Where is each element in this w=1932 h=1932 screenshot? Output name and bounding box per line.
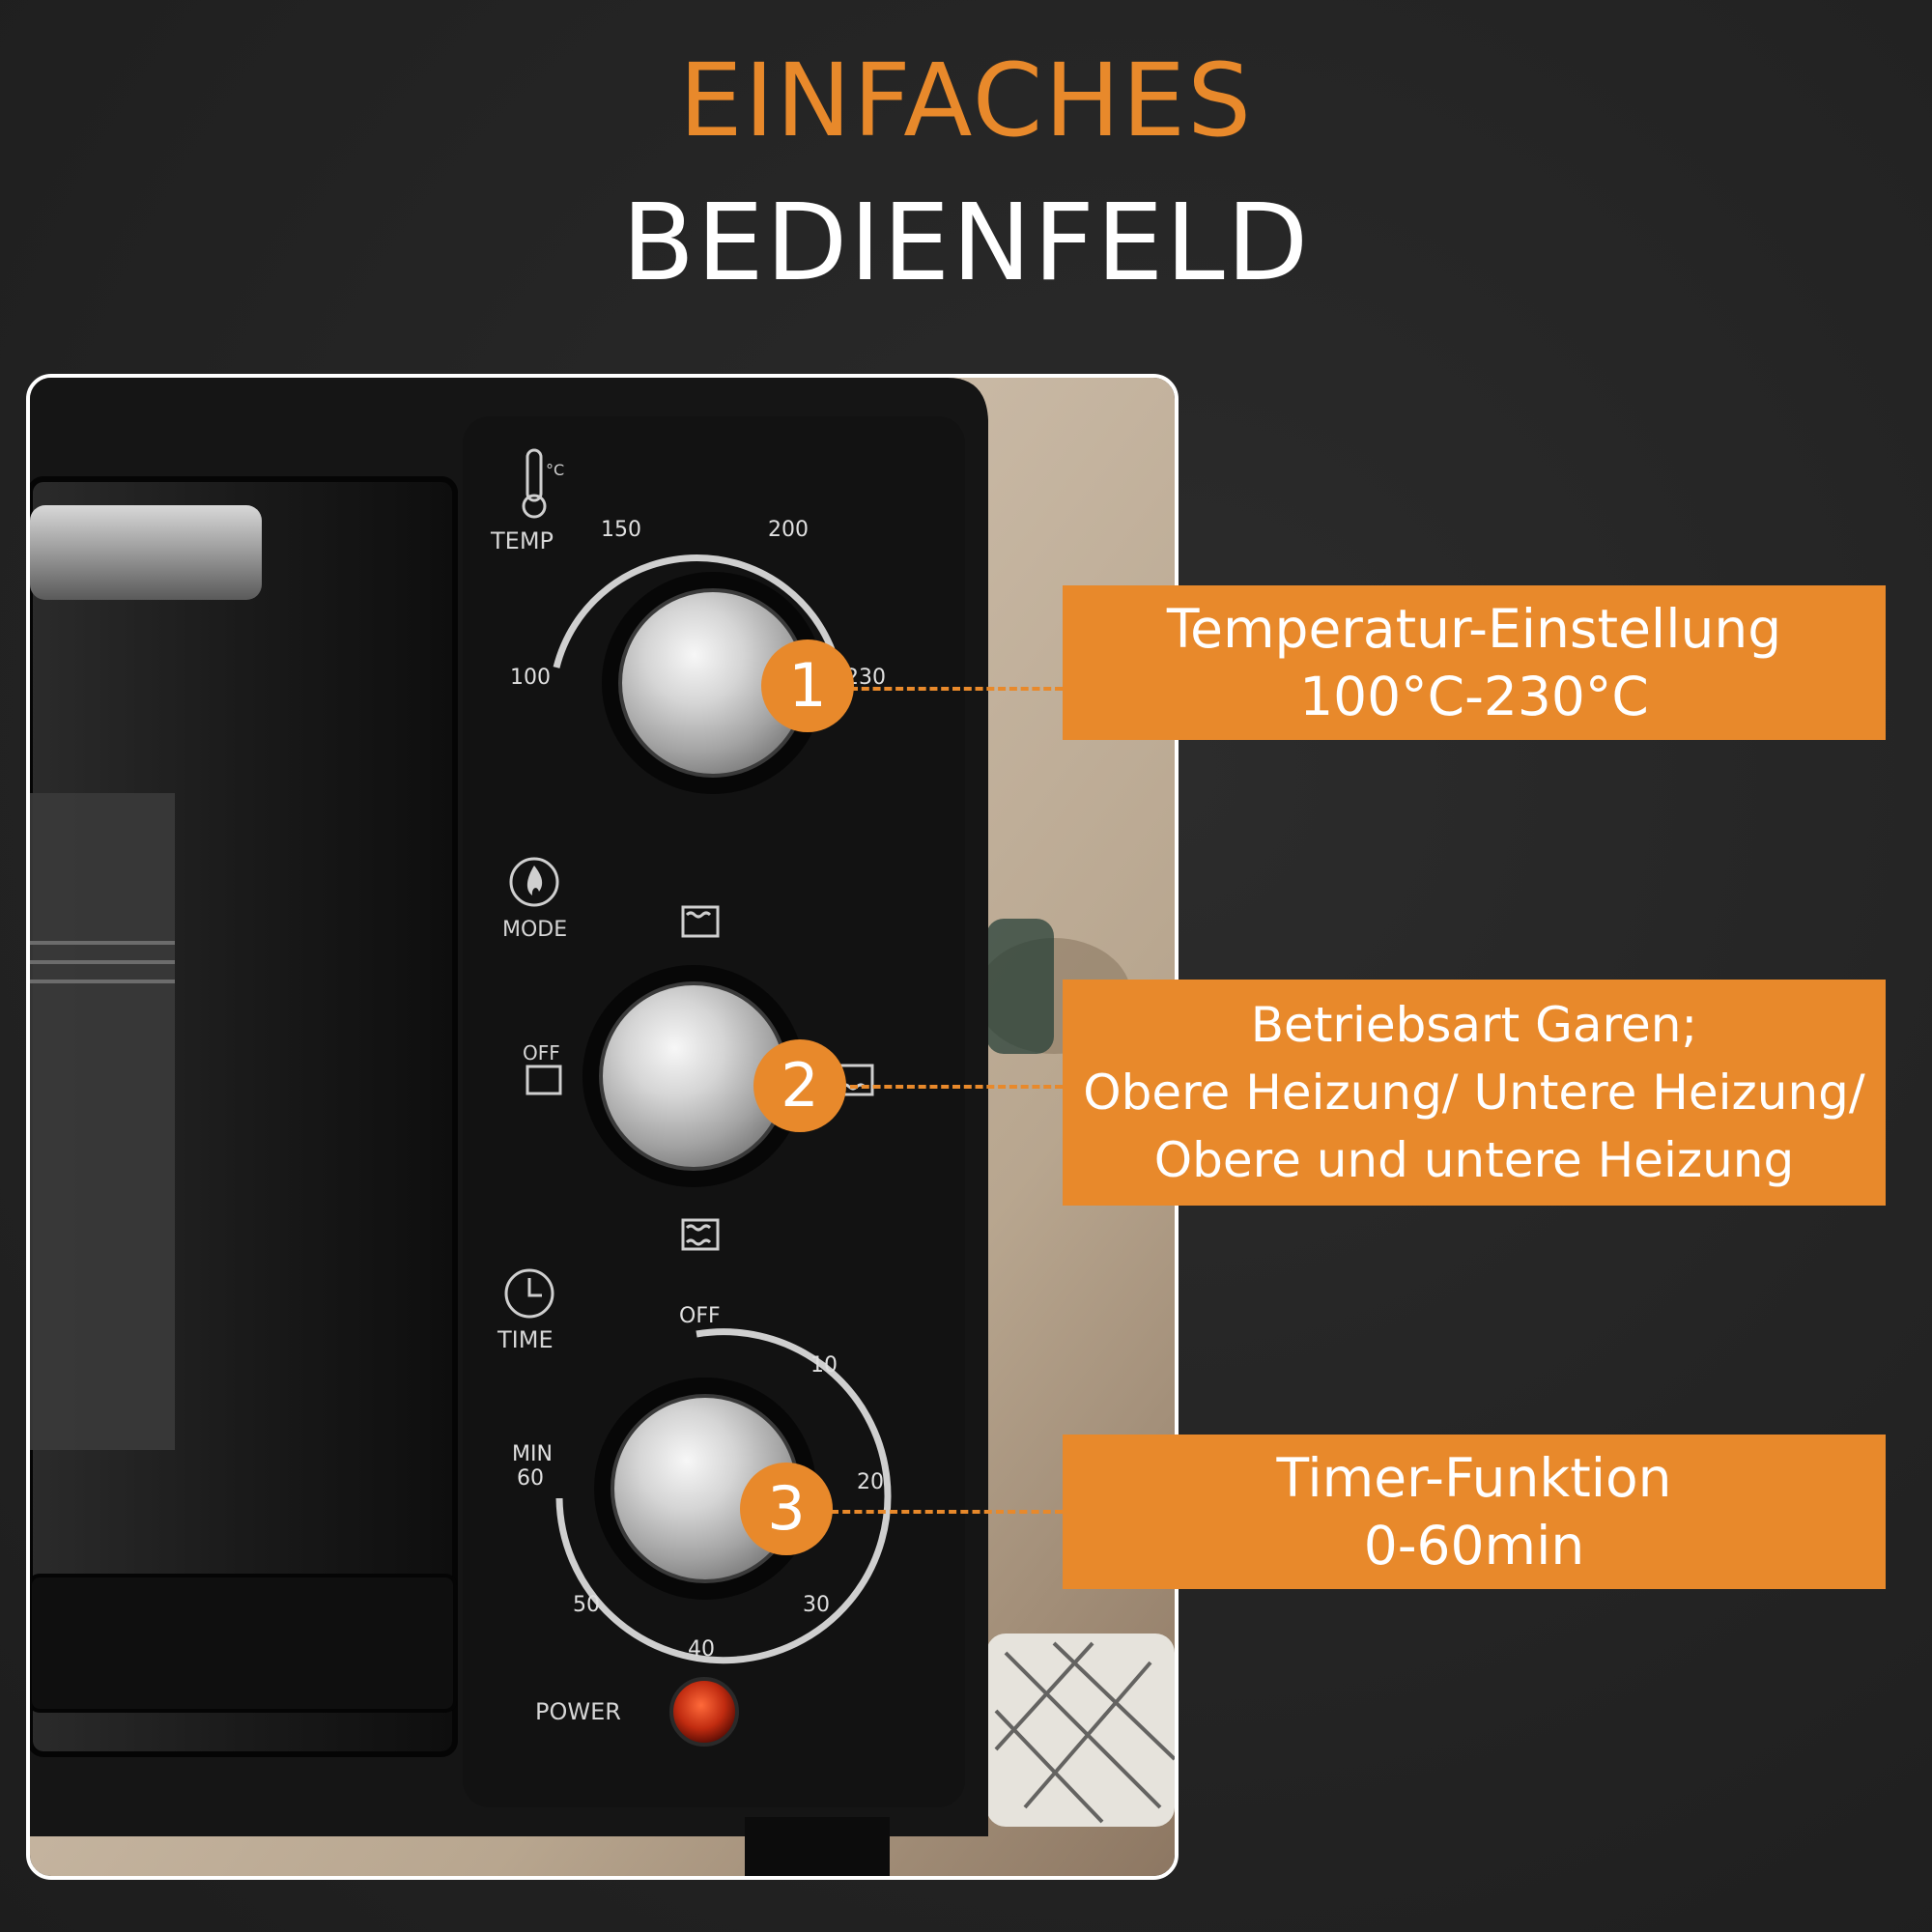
callout-3-leader-line xyxy=(831,1510,1063,1514)
callout-badge-2: 2 xyxy=(753,1039,846,1132)
callout-2-leader-line xyxy=(850,1085,1063,1089)
callout-timer-title: Timer-Funktion xyxy=(1276,1447,1672,1509)
top-bottom-heat-icon xyxy=(681,1218,720,1251)
background-jar xyxy=(986,919,1054,1054)
time-scale-30: 30 xyxy=(803,1593,830,1617)
callout-timer-range: 0-60min xyxy=(1363,1515,1585,1577)
clock-icon xyxy=(504,1268,554,1319)
thermometer-icon xyxy=(522,448,547,519)
power-indicator-lamp xyxy=(669,1677,739,1747)
oven-control-panel-photo: °C TEMP 100 150 200 230 MODE OFF xyxy=(26,374,1179,1880)
oven-foot xyxy=(745,1817,890,1876)
time-scale-50: 50 xyxy=(573,1593,600,1617)
mode-label: MODE xyxy=(502,918,567,942)
top-heat-icon xyxy=(681,905,720,938)
time-scale-off: OFF xyxy=(679,1304,721,1328)
callout-temperature: Temperatur-Einstellung 100°C-230°C xyxy=(1063,585,1886,740)
time-unit-label: MIN xyxy=(512,1442,553,1466)
time-scale-20: 20 xyxy=(857,1470,884,1494)
door-window xyxy=(30,793,175,1450)
callout-temperature-title: Temperatur-Einstellung xyxy=(1166,598,1782,660)
callout-mode-options-cont: Obere und untere Heizung xyxy=(1153,1132,1795,1188)
callout-mode-options: Obere Heizung/ Untere Heizung/ xyxy=(1083,1065,1865,1121)
headline-line-1: EINFACHES xyxy=(678,42,1254,159)
callout-timer: Timer-Funktion 0-60min xyxy=(1063,1435,1886,1589)
callout-mode-title: Betriebsart Garen; xyxy=(1250,997,1698,1053)
celsius-mark: °C xyxy=(546,461,564,479)
power-label: POWER xyxy=(535,1698,621,1725)
callout-badge-1: 1 xyxy=(761,639,854,732)
temp-label: TEMP xyxy=(490,527,554,554)
flame-icon xyxy=(509,857,559,907)
callout-temperature-range: 100°C-230°C xyxy=(1299,666,1649,727)
door-handle xyxy=(30,505,262,600)
time-scale-arc xyxy=(555,1328,892,1664)
headline-line-2: BEDIENFELD xyxy=(621,181,1311,304)
time-scale-60: 60 xyxy=(517,1466,544,1491)
temp-scale-arc xyxy=(553,554,841,668)
time-scale-10: 10 xyxy=(810,1353,838,1378)
time-label: TIME xyxy=(497,1326,554,1353)
callout-mode: Betriebsart Garen; Obere Heizung/ Untere… xyxy=(1063,980,1886,1206)
mode-off-label: OFF xyxy=(523,1041,560,1065)
callout-badge-3: 3 xyxy=(740,1463,833,1555)
mode-off-icon xyxy=(526,1065,562,1095)
callout-1-leader-line xyxy=(850,687,1063,691)
temp-scale-150: 150 xyxy=(601,518,641,542)
time-scale-40: 40 xyxy=(688,1637,715,1662)
door-bottom-trim xyxy=(30,1574,457,1713)
temp-scale-200: 200 xyxy=(768,518,809,542)
temp-scale-100: 100 xyxy=(510,666,551,690)
